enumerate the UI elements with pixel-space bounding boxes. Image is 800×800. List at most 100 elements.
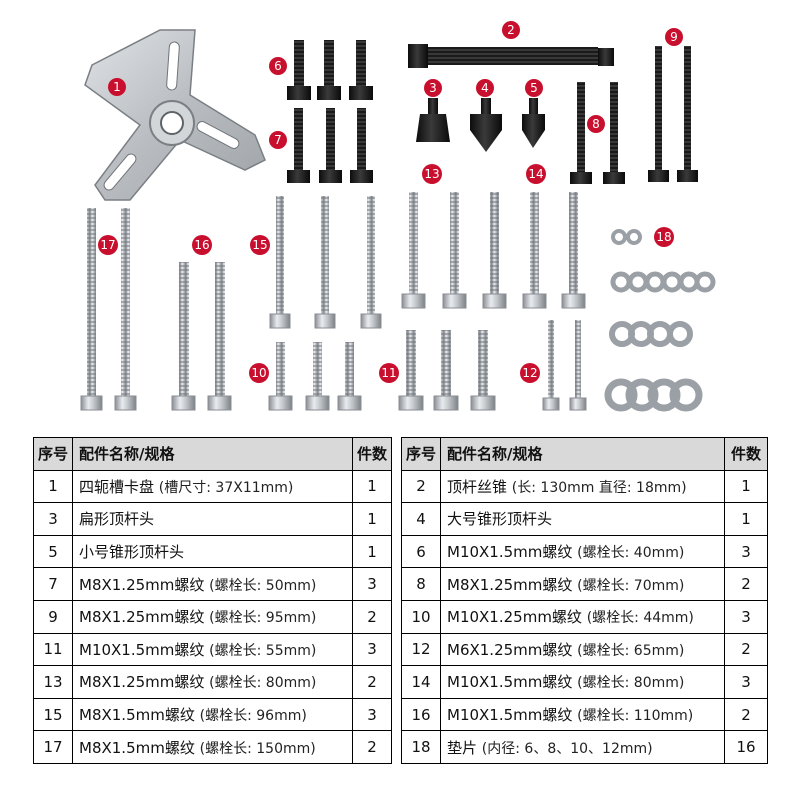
row-part-spec: (槽尺寸: 37X11mm) [158, 479, 294, 496]
row-qty: 3 [352, 697, 392, 732]
black-bolts-8 [570, 82, 625, 184]
row-part-name: M8X1.25mm螺纹 [79, 575, 205, 594]
row-part-spec: (螺栓长: 150mm) [199, 740, 316, 757]
row-part-name-cell: M8X1.25mm螺纹 (螺栓长: 70mm) [440, 567, 725, 601]
washers [604, 229, 716, 412]
row-part-spec: (螺栓长: 96mm) [199, 708, 307, 725]
part-badge-label: 8 [592, 117, 600, 131]
row-part-name-cell: M10X1.5mm螺纹 (螺栓长: 110mm) [440, 697, 725, 732]
row-index: 13 [33, 665, 73, 699]
row-part-spec: (内径: 6、8、10、12mm) [481, 740, 653, 757]
part-badge-8: 8 [587, 115, 605, 133]
row-part-name-cell: M8X1.25mm螺纹 (螺栓长: 95mm) [72, 599, 353, 634]
black-bolts-7 [287, 108, 373, 183]
black-bolts-6 [287, 40, 373, 100]
row-part-spec: (螺栓长: 55mm) [209, 642, 317, 659]
header-qty: 件数 [724, 437, 768, 471]
row-part-name: 四轭槽卡盘 [79, 477, 155, 496]
part-badge-4: 4 [476, 79, 494, 97]
row-index: 4 [401, 502, 441, 536]
row-qty: 2 [352, 730, 392, 764]
row-part-name: M8X1.25mm螺纹 [447, 575, 573, 594]
table-header-row: 序号 配件名称/规格 件数 [33, 437, 392, 471]
row-index: 12 [401, 632, 441, 667]
row-part-name-cell: 扁形顶杆头 [72, 502, 353, 536]
row-index: 3 [33, 502, 73, 536]
row-part-name: M10X1.25mm螺纹 [447, 608, 582, 627]
row-part-name: M10X1.5mm螺纹 [447, 543, 573, 562]
row-part-name-cell: 四轭槽卡盘 (槽尺寸: 37X11mm) [72, 469, 353, 504]
part-badge-6: 6 [269, 57, 287, 75]
part-badge-label: 6 [274, 59, 282, 73]
part-badge-label: 13 [424, 167, 439, 181]
large-cone-adapter [470, 98, 502, 152]
row-part-name-cell: M10X1.5mm螺纹 (螺栓长: 55mm) [72, 632, 353, 667]
header-index: 序号 [401, 437, 441, 471]
part-badge-label: 12 [522, 366, 537, 380]
row-qty: 2 [724, 632, 768, 667]
row-part-name-cell: M10X1.5mm螺纹 (螺栓长: 80mm) [440, 665, 725, 699]
silver-bolts-11 [398, 330, 496, 411]
silver-bolts-14 [522, 192, 586, 309]
part-badge-label: 1 [113, 80, 121, 94]
table-row: 3 扁形顶杆头 1 [33, 502, 392, 536]
silver-bolts-13 [401, 192, 507, 309]
row-part-name-cell: M6X1.25mm螺纹 (螺栓长: 65mm) [440, 632, 725, 667]
part-badge-11: 11 [379, 363, 399, 383]
part-badge-14: 14 [526, 164, 546, 184]
row-qty: 3 [352, 632, 392, 667]
part-badge-label: 7 [274, 133, 282, 147]
row-part-name-cell: 小号锥形顶杆头 [72, 534, 353, 569]
table-row: 17 M8X1.5mm螺纹 (螺栓长: 150mm) 2 [33, 730, 392, 764]
part-badge-label: 18 [656, 230, 671, 244]
part-badge-18: 18 [654, 227, 674, 247]
silver-bolts-10 [268, 342, 362, 411]
row-part-name: 大号锥形顶杆头 [447, 510, 553, 529]
row-qty: 1 [352, 502, 392, 536]
parts-photo: 1 2 3 4 5 6 7 8 9 10 11 12 13 14 15 16 1… [80, 21, 716, 412]
table-header-row: 序号 配件名称/规格 件数 [401, 437, 768, 471]
row-part-name-cell: 垫片 (内径: 6、8、10、12mm) [440, 730, 725, 764]
silver-bolts-16 [171, 262, 232, 411]
row-part-name: 扁形顶杆头 [79, 510, 155, 529]
row-part-name-cell: M10X1.5mm螺纹 (螺栓长: 40mm) [440, 534, 725, 569]
part-badge-label: 11 [381, 366, 396, 380]
row-index: 2 [401, 469, 441, 504]
silver-bolts-15 [269, 196, 382, 329]
row-part-name-cell: M8X1.25mm螺纹 (螺栓长: 80mm) [72, 665, 353, 699]
part-badge-5: 5 [525, 79, 543, 97]
row-part-name: M6X1.25mm螺纹 [447, 640, 573, 659]
row-qty: 16 [724, 730, 768, 764]
row-index: 17 [33, 730, 73, 764]
part-badge-label: 10 [251, 366, 266, 380]
flat-adapter [416, 98, 450, 142]
row-part-name: M8X1.5mm螺纹 [79, 738, 195, 757]
row-part-spec: (螺栓长: 95mm) [209, 610, 317, 627]
part-badge-label: 15 [252, 238, 267, 252]
row-part-name: M10X1.5mm螺纹 [447, 706, 573, 725]
row-qty: 3 [724, 599, 768, 634]
header-name: 配件名称/规格 [72, 437, 353, 471]
part-badge-label: 16 [194, 238, 209, 252]
row-qty: 2 [724, 697, 768, 732]
row-part-name: M8X1.25mm螺纹 [79, 673, 205, 692]
row-part-name-cell: M8X1.5mm螺纹 (螺栓长: 96mm) [72, 697, 353, 732]
row-part-name-cell: M8X1.25mm螺纹 (螺栓长: 50mm) [72, 567, 353, 601]
part-badge-16: 16 [192, 235, 212, 255]
black-bolts-9 [648, 46, 698, 182]
row-part-spec: (螺栓长: 65mm) [577, 642, 685, 659]
part-badge-label: 9 [670, 30, 678, 44]
row-part-name: M10X1.5mm螺纹 [447, 673, 573, 692]
row-index: 11 [33, 632, 73, 667]
